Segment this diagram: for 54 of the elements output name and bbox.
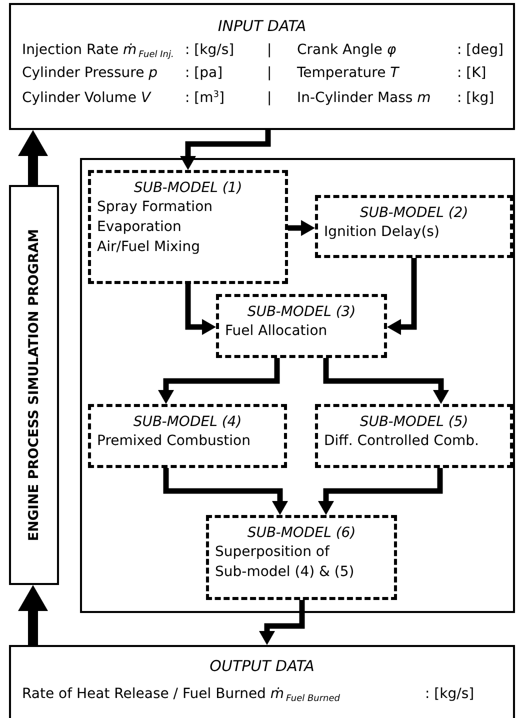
submodel-box <box>88 170 288 284</box>
unit-label: : [kg] <box>457 89 494 107</box>
unit-label: : [pa] <box>185 64 223 82</box>
body-text: Evaporation <box>96 218 182 237</box>
unit-label: : [m$^{3}$] <box>185 89 224 107</box>
variable-label: Crank Angle φ <box>297 41 396 59</box>
submodel-box <box>206 515 397 600</box>
arrow <box>163 468 288 515</box>
arrow <box>288 220 315 236</box>
column-separator: | <box>267 41 272 59</box>
body-text: Premixed Combustion <box>96 432 252 451</box>
submodel-box <box>315 404 513 468</box>
submodel-container <box>80 158 515 613</box>
variable-label: Cylinder Pressure p <box>22 64 158 82</box>
box-heading: SUB-MODEL (4) <box>132 413 243 431</box>
body-text: Air/Fuel Mixing <box>96 238 201 257</box>
body-text: Diff. Controlled Comb. <box>323 432 480 451</box>
variable-label: In-Cylinder Mass m <box>297 89 431 107</box>
submodel-box <box>216 294 387 358</box>
box-heading: SUB-MODEL (6) <box>246 524 357 542</box>
body-text: Ignition Delay(s) <box>323 223 440 242</box>
arrow <box>18 130 48 185</box>
vertical-label: ENGINE PROCESS SIMULATION PROGRAM <box>26 228 42 542</box>
arrow <box>180 130 271 170</box>
body-text: Superposition of Sub-model (4) & (5) <box>214 543 356 582</box>
input-data-box <box>9 3 515 130</box>
box-heading: SUB-MODEL (2) <box>358 204 470 222</box>
body-text: Fuel Allocation <box>224 322 328 341</box>
box-heading: SUB-MODEL (3) <box>246 303 357 321</box>
unit-label: : [kg/s] <box>425 685 474 703</box>
submodel-box <box>315 195 513 258</box>
arrow <box>323 358 449 404</box>
variable-label: Injection Rate ṁ$_{Fuel Inj.}$ <box>22 41 174 62</box>
box-heading: SUB-MODEL (5) <box>358 413 470 431</box>
variable-label: Rate of Heat Release / Fuel Burned ṁ$_{Fuel Burned}$ <box>22 685 340 706</box>
unit-label: : [K] <box>457 64 486 82</box>
unit-label: : [kg/s] <box>185 41 234 59</box>
unit-label: : [deg] <box>457 41 504 59</box>
variable-label: Cylinder Volume V <box>22 89 151 107</box>
program-box <box>9 185 59 585</box>
output-data-box <box>9 645 515 718</box>
arrow <box>387 258 417 335</box>
column-separator: | <box>267 64 272 82</box>
submodel-box <box>88 404 287 468</box>
box-heading: SUB-MODEL (1) <box>132 179 244 197</box>
arrow <box>158 358 280 404</box>
arrow <box>185 284 216 335</box>
arrow <box>318 468 443 515</box>
variable-label: Temperature T <box>297 64 399 82</box>
box-heading: INPUT DATA <box>216 17 308 35</box>
box-heading: OUTPUT DATA <box>208 657 316 675</box>
body-text: Spray Formation <box>96 198 214 217</box>
column-separator: | <box>267 89 272 107</box>
arrow <box>18 585 48 645</box>
